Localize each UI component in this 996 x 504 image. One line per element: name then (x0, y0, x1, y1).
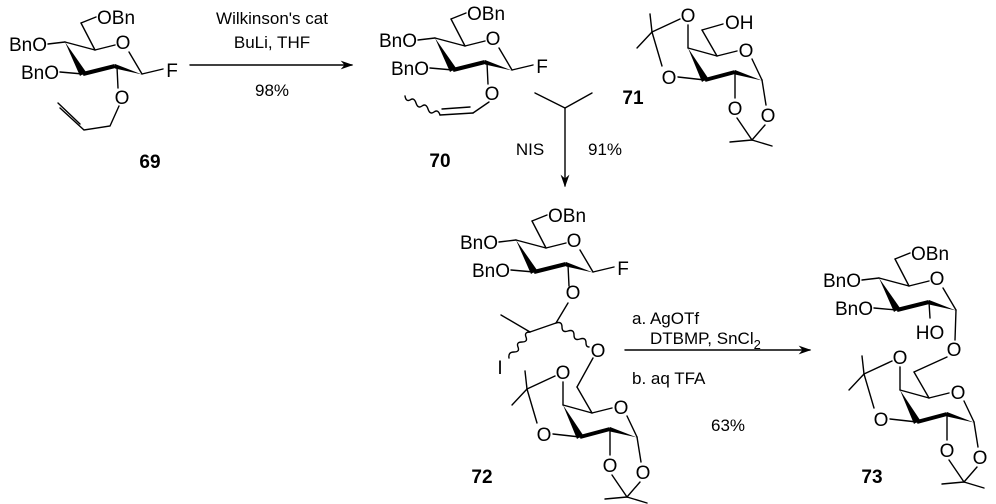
atom-label: OBn (97, 8, 135, 29)
yield-text: 98% (255, 81, 289, 100)
atom-label: O (893, 348, 908, 369)
reaction-arrow-step3: a. AgOTf DTBMP, SnCl2 b. aq TFA 63% (624, 309, 812, 435)
atom-label: O (556, 363, 571, 384)
atom-label: BnO (472, 261, 510, 282)
atom-label: BnO (391, 59, 429, 80)
atom-label: O (591, 341, 606, 362)
yield-text: 63% (711, 416, 745, 435)
atom-label: O (874, 410, 889, 431)
atom-label: O (486, 29, 501, 50)
reaction-arrow-step1: Wilkinson's cat BuLi, THF 98% (189, 9, 354, 100)
atom-label: O (662, 68, 677, 89)
atom-label: O (116, 33, 131, 54)
atom-label: BnO (823, 271, 861, 292)
atom-label: F (536, 57, 548, 78)
compound-71: O O O O O OH 71 (622, 6, 776, 148)
atom-label: F (166, 61, 178, 82)
reagent-text: NIS (516, 140, 544, 159)
atom-label: OBn (911, 244, 949, 265)
yield-text: 91% (588, 140, 622, 159)
compound-number: 73 (861, 467, 882, 488)
atom-label: O (603, 456, 618, 477)
compound-number: 69 (139, 152, 160, 173)
reagent-text: b. aq TFA (632, 369, 706, 388)
atom-label: O (567, 231, 582, 252)
atom-label: O (973, 448, 988, 469)
atom-label: BnO (21, 63, 59, 84)
atom-label: O (681, 6, 696, 27)
atom-label: F (617, 259, 629, 280)
atom-label: BnO (9, 35, 47, 56)
atom-label: O (485, 84, 500, 105)
reaction-arrow-step2: NIS 91% (516, 92, 622, 188)
compound-73: OBn O BnO BnO HO O O O O O O 73 (823, 244, 988, 490)
compound-number: 71 (622, 88, 644, 109)
atom-label: BnO (835, 299, 873, 320)
atom-label: O (537, 425, 552, 446)
atom-label: O (951, 383, 966, 404)
atom-label: OBn (467, 4, 505, 25)
compound-70: OBn O BnO BnO F O 70 (379, 4, 548, 172)
reagent-text: DTBMP, SnCl2 (650, 329, 761, 352)
atom-label: O (947, 340, 962, 361)
compound-69: OBn O BnO BnO F O 69 (9, 8, 178, 173)
reagent-text: a. AgOTf (632, 309, 699, 328)
atom-label: BnO (379, 31, 417, 52)
atom-label: O (728, 99, 743, 120)
atom-label: O (739, 41, 754, 62)
atom-label: O (566, 283, 581, 304)
atom-label: O (940, 441, 955, 462)
atom-label: HO (916, 323, 945, 344)
atom-label: OH (725, 13, 754, 34)
atom-label: I (497, 358, 502, 379)
compound-number: 70 (429, 151, 450, 172)
compound-72: OBn O BnO BnO F O O I O O O O O 72 (460, 206, 651, 504)
atom-label: BnO (460, 233, 498, 254)
atom-label: O (115, 88, 130, 109)
compound-number: 72 (471, 467, 492, 488)
atom-label: OBn (548, 206, 586, 227)
reagent-text: BuLi, THF (234, 33, 310, 52)
atom-label: O (930, 269, 945, 290)
reagent-text: Wilkinson's cat (216, 9, 328, 28)
atom-label: O (761, 106, 776, 127)
atom-label: O (614, 398, 629, 419)
atom-label: O (636, 463, 651, 484)
